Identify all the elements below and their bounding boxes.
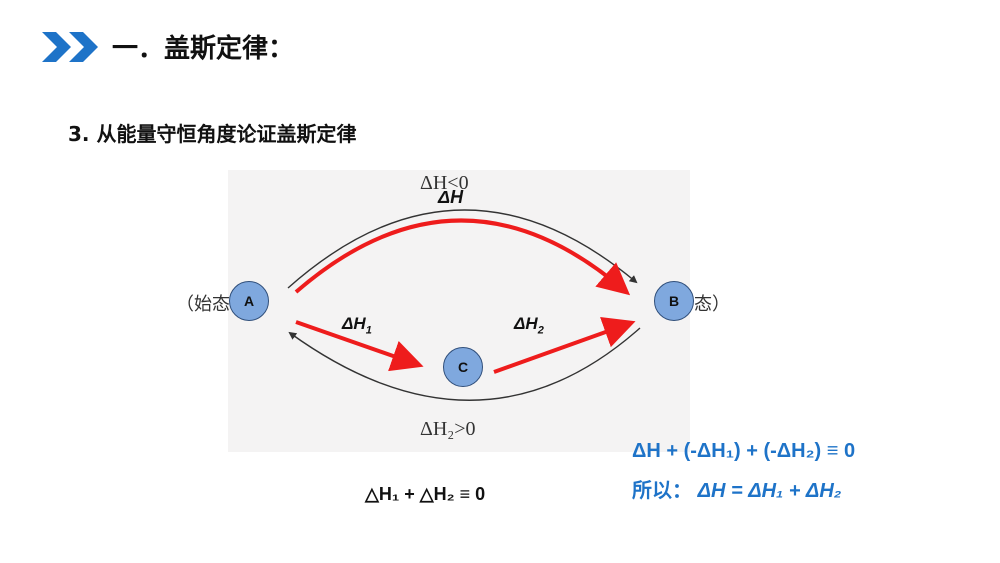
step1-label: ΔH1 [342,314,372,337]
conclusion-formula: ΔH = ΔH₁ + ΔH₂ [697,480,842,502]
conclusion-equation: 所以： ΔH = ΔH₁ + ΔH₂ [632,474,841,503]
double-chevron-right-icon [42,32,98,62]
diagram-background [228,170,690,452]
step1-arrow [295,320,424,372]
node-b: B [654,281,694,321]
energy-conservation-equation: ΔH + (-ΔH₁) + (-ΔH₂) ≡ 0 [632,440,856,462]
top-thin-arc [287,209,638,289]
node-a: A [229,281,269,321]
sum-zero-equation: △H₁ + △H₂ ≡ 0 [365,484,486,504]
bottom-thin-arc [288,327,641,401]
conclusion-prefix: 所以： [632,480,692,502]
direct-path-arrow [294,218,631,296]
step2-label: ΔH2 [514,314,544,337]
bottom-label: ΔH₂>0 [420,418,476,440]
section-subtitle: 3. 从能量守恒角度论证盖斯定律 [68,122,357,146]
step2-arrow [493,317,636,374]
direct-arrow-label: ΔH [438,187,464,207]
page-title: 一．盖斯定律： [112,34,295,64]
initial-state-text: （始态 [176,294,230,314]
node-c: C [443,347,483,387]
top-label: ΔH<0 [420,172,469,194]
final-state-text: 态） [694,294,730,314]
